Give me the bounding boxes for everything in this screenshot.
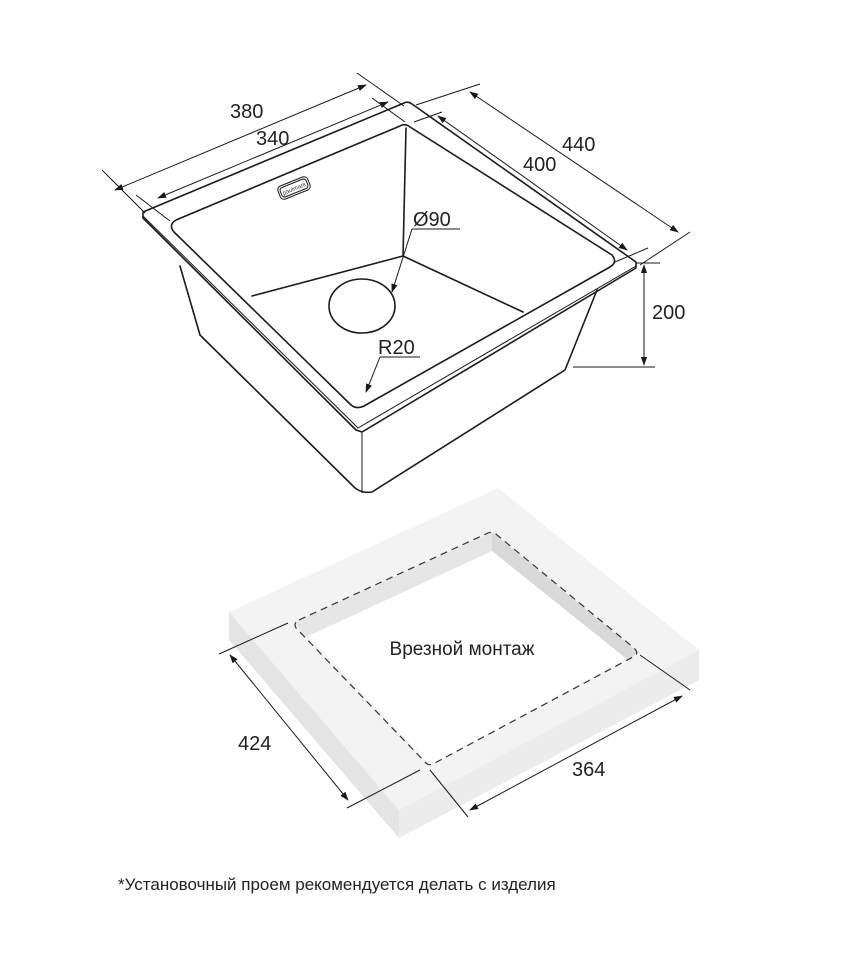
dim-cutout-width: 364 [572, 759, 605, 781]
dim-inner-length: 400 [523, 154, 556, 176]
dim-cutout-length: 424 [238, 733, 271, 755]
dim-depth: 200 [652, 302, 685, 324]
dim-outer-length: 440 [562, 134, 595, 156]
brand-logo: paulmark [277, 176, 311, 200]
dim-drain-diameter: Ø90 [413, 209, 451, 231]
drain-hole [328, 278, 396, 334]
dim-inner-width: 340 [256, 128, 289, 150]
cutout-dimension-lines [218, 622, 691, 818]
sink-dimension-lines [101, 72, 691, 393]
cutout-title: Врезной монтаж [390, 639, 535, 660]
dim-outer-width: 380 [230, 101, 263, 123]
countertop-slab [229, 488, 699, 838]
footnote: *Установочный проем рекомендуется делать… [118, 875, 556, 894]
sink-body [142, 101, 637, 494]
dim-corner-radius: R20 [378, 337, 415, 359]
